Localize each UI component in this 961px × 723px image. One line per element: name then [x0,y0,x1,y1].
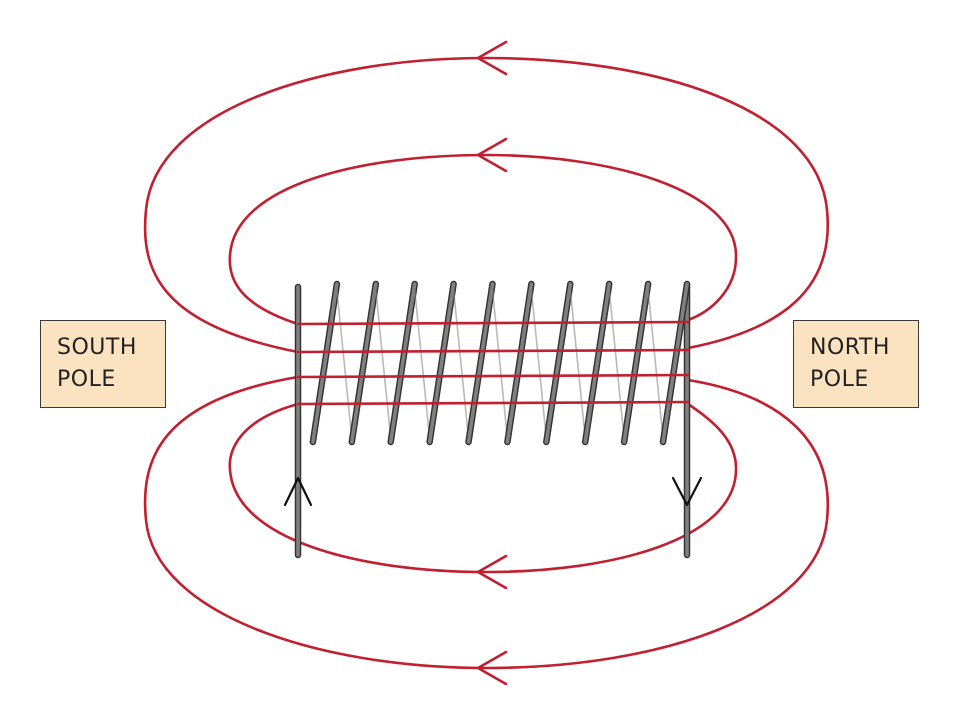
coil-turn-3 [387,280,418,446]
field-line-inner-3 [296,373,690,379]
coil-turn-4 [426,280,457,446]
coil-turn-6 [504,280,535,446]
coil-back-wire-6 [530,289,548,439]
field-line-2 [228,153,738,326]
field-lines-inside-coil [296,320,690,406]
field-lines-outer [143,56,830,670]
current-arrow-up-icon [283,476,313,507]
field-line-inner-4 [296,400,690,406]
south-pole-label-line2: POLE [57,367,116,392]
coil-turn-1 [309,280,341,446]
coil-back-wire-4 [452,289,470,439]
south-pole-label: SOUTH POLE [40,320,166,408]
north-pole-label-line2: POLE [810,367,869,392]
north-pole-label: NORTH POLE [793,320,919,408]
field-line-3 [228,402,738,574]
field-arrow-top-outer [476,40,508,76]
field-arrow-bottom-outer [476,650,508,686]
field-line-inner-2 [296,348,690,354]
field-arrow-bottom-inner [476,554,508,590]
coil-back-wire-3 [413,289,431,439]
coil-turn-7 [543,280,574,446]
current-arrow-down-icon [671,476,703,507]
coil-back-wire-2 [375,289,392,439]
coil-turn-10 [659,280,691,446]
field-line-1 [143,56,830,354]
coil-turn-2 [348,280,380,446]
south-pole-label-line1: SOUTH [57,335,137,360]
solenoid-coil [294,280,691,559]
coil-turn-8 [581,280,613,446]
coil-back-wire-7 [569,289,586,439]
coil-turn-9 [620,280,652,446]
field-line-inner-1 [296,320,690,326]
coil-back-wire-9 [647,289,664,439]
coil-back-wire-5 [491,289,509,439]
north-pole-label-line1: NORTH [810,335,890,360]
field-arrow-top-inner [476,137,508,173]
direction-arrows [283,40,703,686]
coil-back-wire-8 [608,289,625,439]
coil-turn-5 [465,280,496,446]
field-line-4 [143,375,830,670]
coil-back-wire-1 [336,289,353,439]
